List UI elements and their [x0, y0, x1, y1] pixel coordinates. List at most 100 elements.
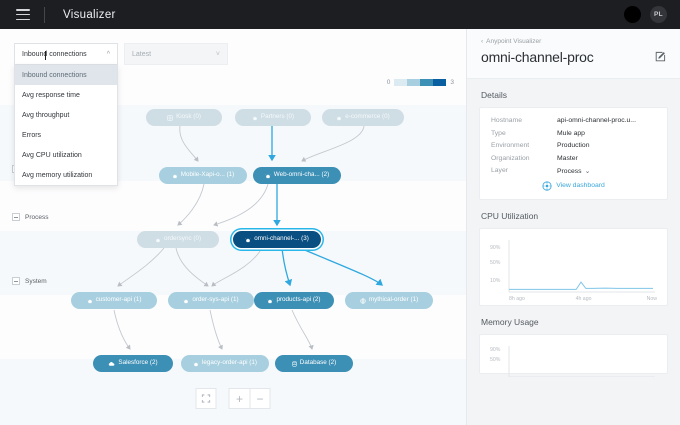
- detail-value: Mule app: [557, 130, 585, 137]
- kiosk-icon: [167, 114, 173, 121]
- graph-node-partners-0[interactable]: Partners (0): [235, 109, 311, 126]
- mule-icon: [193, 361, 199, 367]
- detail-value[interactable]: Process⌄: [557, 167, 591, 176]
- top-bar: Visualizer PL: [0, 0, 680, 29]
- graph-node-web-omni-cha-2[interactable]: Web-omni-cha... (2): [253, 167, 341, 184]
- cpu-chart-svg: [508, 239, 655, 292]
- memory-usage-chart: 90%50%: [479, 333, 668, 377]
- detail-key: Type: [491, 129, 506, 137]
- graph-node-label: Salesforce (2): [118, 359, 158, 367]
- detail-value: Production: [557, 142, 590, 149]
- memory-chart-title: Memory Usage: [481, 316, 539, 327]
- graph-node-legacy-order-api-1[interactable]: legacy-order-api (1): [181, 355, 269, 372]
- topbar-actions: PL: [624, 6, 667, 23]
- mule-icon: [245, 237, 251, 243]
- scale-swatch-3: [433, 79, 447, 86]
- mem-chart-svg: [508, 345, 655, 377]
- graph-node-label: Partners (0): [260, 113, 295, 121]
- graph-node-omni-channel-3[interactable]: omni-channel-... (3): [233, 231, 321, 248]
- panel-title-row: omni-channel-proc: [481, 49, 666, 67]
- graph-node-mobile-xapi-o-1[interactable]: Mobile-Xapi-o... (1): [159, 167, 247, 184]
- graph-node-mythical-order-1[interactable]: mythical-order (1): [345, 292, 433, 309]
- metric-option-avg-cpu-utilization[interactable]: Avg CPU utilization: [22, 151, 82, 159]
- graph-node-ordersync-0[interactable]: ordersync (0): [137, 231, 219, 248]
- view-dashboard-link[interactable]: View dashboard: [491, 180, 656, 191]
- mule-icon: [87, 298, 93, 304]
- layer-label-system[interactable]: System: [12, 277, 47, 285]
- metric-option-avg-memory-utilization[interactable]: Avg memory utilization: [22, 171, 93, 179]
- y-axis-tick: 10%: [490, 278, 501, 285]
- graph-node-products-api-2[interactable]: products-api (2): [254, 292, 334, 309]
- detail-key: Hostname: [491, 117, 522, 124]
- time-range-select[interactable]: Latest ˅: [124, 43, 228, 65]
- scale-swatch-0: [394, 79, 408, 86]
- mule-icon: [155, 237, 161, 243]
- collapse-icon[interactable]: [12, 277, 20, 285]
- detail-value-text: Mule app: [557, 129, 585, 137]
- panel-header: ‹ Anypoint Visualizer omni-channel-proc: [467, 29, 680, 79]
- chevron-up-icon: ^: [106, 50, 110, 58]
- graph-node-customer-api-1[interactable]: customer-api (1): [71, 292, 157, 309]
- graph-node-label: omni-channel-... (3): [254, 235, 309, 243]
- topbar-divider: [44, 6, 45, 23]
- breadcrumb[interactable]: ‹ Anypoint Visualizer: [481, 38, 666, 45]
- view-dashboard-label: View dashboard: [556, 182, 605, 189]
- page-title: omni-channel-proc: [481, 49, 594, 65]
- details-card: Hostname api-omni-channel-proc.u... Type Mu…: [479, 107, 668, 200]
- detail-value-text: api-omni-channel-proc.u...: [557, 117, 636, 124]
- edit-icon[interactable]: [655, 49, 666, 67]
- detail-value: api-omni-channel-proc.u...: [557, 117, 636, 124]
- mule-icon: [172, 173, 178, 179]
- time-range-value: Latest: [132, 50, 152, 58]
- mule-icon: [183, 298, 189, 304]
- details-section-title: Details: [481, 90, 507, 100]
- zoom-button-group: + −: [228, 388, 271, 409]
- zoom-out-button[interactable]: −: [249, 388, 271, 409]
- graph-node-database-2[interactable]: Database (2): [275, 355, 353, 372]
- chevron-down-icon: ˅: [215, 50, 220, 58]
- metric-option-inbound-connections[interactable]: Inbound connections: [15, 65, 117, 85]
- scale-max: 3: [450, 79, 454, 86]
- scale-min: 0: [386, 79, 391, 86]
- layer-label-process[interactable]: Process: [12, 213, 48, 221]
- graph-node-order-sys-api-1[interactable]: order-sys-api (1): [168, 292, 254, 309]
- metric-option-avg-response-time[interactable]: Avg response time: [22, 91, 80, 99]
- graph-node-kiosk-0[interactable]: Kiosk (0): [146, 109, 222, 126]
- metric-option-errors[interactable]: Errors: [22, 131, 42, 139]
- graph-node-label: Kiosk (0): [176, 113, 201, 121]
- detail-value: Master: [557, 155, 578, 162]
- graph-node-e-commerce-0[interactable]: e-commerce (0): [322, 109, 404, 126]
- graph-node-salesforce-2[interactable]: Salesforce (2): [93, 355, 173, 372]
- layer-label-text: System: [25, 277, 47, 285]
- collapse-icon[interactable]: [12, 213, 20, 221]
- x-axis-tick: Now: [646, 295, 657, 302]
- avatar[interactable]: PL: [650, 6, 667, 23]
- detail-row-hostname: Hostname api-omni-channel-proc.u...: [491, 117, 656, 124]
- zoom-in-button[interactable]: +: [228, 388, 250, 409]
- hamburger-icon[interactable]: [16, 9, 30, 20]
- detail-key: Environment: [491, 142, 530, 149]
- metric-scale-legend: 0 3: [387, 79, 454, 86]
- help-icon[interactable]: [624, 6, 641, 23]
- app-title: Visualizer: [63, 8, 116, 21]
- cpu-chart-title: CPU Utilization: [481, 210, 539, 221]
- metric-option-avg-throughput[interactable]: Avg throughput: [22, 111, 70, 119]
- detail-value-text: Process: [557, 167, 582, 175]
- globe-icon: [360, 297, 366, 304]
- graph-links: [113, 125, 384, 350]
- chart-line: [509, 280, 653, 290]
- metric-select-value: Inbound connections: [22, 50, 87, 58]
- metric-select[interactable]: Inbound connections ^: [14, 43, 118, 65]
- y-axis-tick: 90%: [490, 244, 501, 251]
- graph-node-label: order-sys-api (1): [192, 296, 239, 304]
- graph-node-label: mythical-order (1): [368, 296, 419, 304]
- detail-row-type: Type Mule app: [491, 130, 656, 137]
- fullscreen-button[interactable]: [195, 388, 217, 409]
- graph-canvas[interactable]: Experience Process System 0 3: [0, 29, 466, 425]
- chevron-down-icon[interactable]: ⌄: [584, 168, 591, 175]
- detail-row-environment: Environment Production: [491, 142, 656, 149]
